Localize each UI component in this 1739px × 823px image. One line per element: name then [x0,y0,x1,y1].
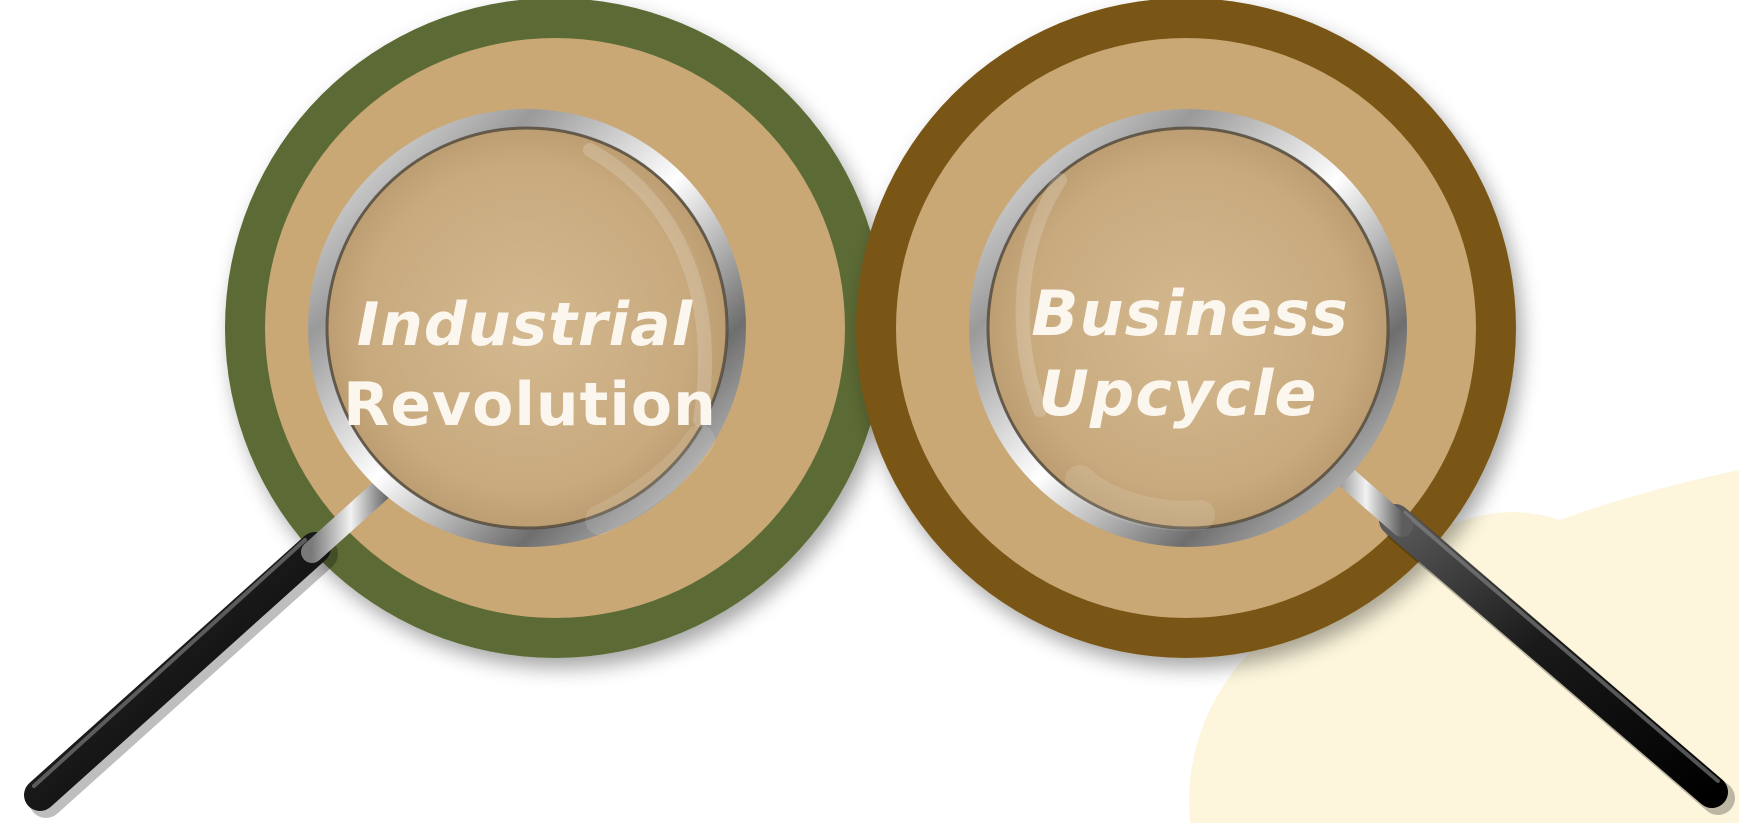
right-magnifying-glass-icon [969,109,1735,815]
right-badge-line1: Business [1031,277,1349,350]
accent-blob [1189,470,1739,823]
left-badge-line1: Industrial [357,290,694,360]
left-magnifying-glass-icon [24,109,746,818]
left-badge-line2: Revolution [343,370,717,440]
right-badge-line2: Upcycle [1039,357,1318,430]
